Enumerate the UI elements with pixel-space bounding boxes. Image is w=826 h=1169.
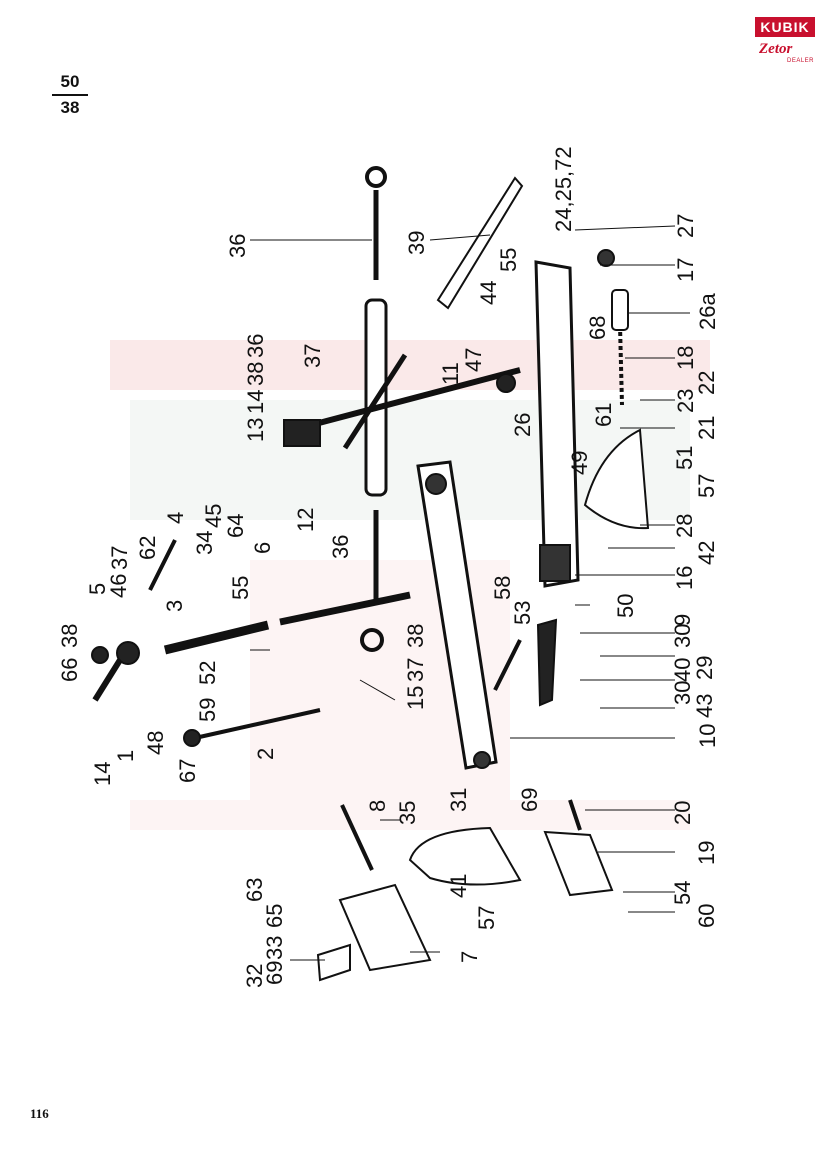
callout-1: 39 bbox=[404, 231, 429, 255]
callout-53: 30 bbox=[670, 681, 695, 705]
callout-68: 19 bbox=[694, 841, 719, 865]
callout-9: 36 bbox=[243, 334, 268, 358]
callout-48: 37 bbox=[403, 658, 428, 682]
callout-57: 15 bbox=[403, 686, 428, 710]
callout-13: 13 bbox=[243, 418, 268, 442]
callout-14: 47 bbox=[461, 348, 486, 372]
callout-55: 59 bbox=[195, 698, 220, 722]
callout-56: 48 bbox=[143, 731, 168, 755]
callout-71: 41 bbox=[446, 874, 471, 898]
callout-4: 55 bbox=[496, 248, 521, 272]
callout-0: 36 bbox=[225, 234, 250, 258]
logo-brand: KUBIK bbox=[755, 17, 815, 37]
callout-12: 14 bbox=[243, 390, 268, 414]
callout-23: 51 bbox=[672, 446, 697, 470]
callout-64: 35 bbox=[395, 801, 420, 825]
page-number: 116 bbox=[30, 1106, 49, 1121]
callout-19: 23 bbox=[673, 389, 698, 413]
callout-26: 42 bbox=[694, 541, 719, 565]
logo-dealer: DEALER bbox=[787, 58, 815, 64]
callout-27: 16 bbox=[672, 566, 697, 590]
callout-24: 57 bbox=[694, 474, 719, 498]
callout-74: 60 bbox=[694, 904, 719, 928]
callout-8: 26a bbox=[695, 293, 720, 330]
callout-60: 1 bbox=[113, 750, 138, 762]
fraction-bottom: 38 bbox=[60, 98, 80, 117]
fraction-bar bbox=[52, 94, 88, 96]
callout-11: 38 bbox=[243, 362, 268, 386]
callout-16: 26 bbox=[510, 413, 535, 437]
callout-72: 57 bbox=[474, 906, 499, 930]
callout-39: 55 bbox=[228, 576, 253, 600]
callout-51: 29 bbox=[692, 656, 717, 680]
callout-28: 4 bbox=[163, 512, 188, 524]
leader-lines bbox=[250, 225, 690, 961]
callout-35: 6 bbox=[250, 542, 275, 554]
callouts: 36 39 24,25,72 27 55 44 17 68 26a 36 37 … bbox=[57, 146, 720, 988]
callout-41: 58 bbox=[490, 576, 515, 600]
callout-73: 54 bbox=[670, 881, 695, 905]
callout-37: 46 bbox=[106, 574, 131, 598]
callout-50: 30 bbox=[670, 624, 695, 648]
callout-62: 2 bbox=[253, 748, 278, 760]
callout-49: 38 bbox=[403, 624, 428, 648]
callout-70: 65 bbox=[262, 904, 287, 928]
callout-61: 67 bbox=[175, 759, 200, 783]
callout-20: 61 bbox=[591, 403, 616, 427]
callout-21: 21 bbox=[694, 416, 719, 440]
callout-30: 37 bbox=[107, 546, 132, 570]
callout-25: 28 bbox=[672, 514, 697, 538]
callout-10: 37 bbox=[300, 344, 325, 368]
callout-63: 8 bbox=[365, 800, 390, 812]
callout-18: 22 bbox=[694, 371, 719, 395]
callout-58: 10 bbox=[695, 724, 720, 748]
callout-36: 5 bbox=[85, 583, 110, 595]
logo-sub: Zetor bbox=[759, 41, 793, 57]
callout-67: 20 bbox=[670, 801, 695, 825]
callout-46: 66 bbox=[57, 658, 82, 682]
callout-22: 49 bbox=[567, 451, 592, 475]
callout-31: 34 bbox=[192, 531, 217, 555]
callout-17: 18 bbox=[673, 346, 698, 370]
callout-75: 33 bbox=[262, 936, 287, 960]
callout-69: 63 bbox=[242, 878, 267, 902]
callout-6: 17 bbox=[673, 258, 698, 282]
callout-65: 31 bbox=[446, 788, 471, 812]
callout-15: 11 bbox=[438, 362, 463, 385]
callout-59: 14 bbox=[90, 762, 115, 786]
callout-66: 69 bbox=[517, 788, 542, 812]
callout-76: 69 bbox=[262, 961, 287, 985]
callout-52: 40 bbox=[670, 658, 695, 682]
callout-2: 24,25,72 bbox=[551, 146, 576, 232]
callout-47: 52 bbox=[195, 661, 220, 685]
callout-34: 12 bbox=[293, 508, 318, 532]
callout-77: 32 bbox=[242, 964, 267, 988]
callout-7: 68 bbox=[585, 316, 610, 340]
callout-43: 50 bbox=[613, 594, 638, 618]
dealer-logo: KUBIK Zetor DEALER bbox=[755, 17, 815, 69]
fraction-top: 50 bbox=[60, 72, 80, 91]
callout-54: 43 bbox=[692, 694, 717, 718]
callout-42: 53 bbox=[510, 601, 535, 625]
parts-drawing bbox=[91, 166, 650, 982]
callout-3: 27 bbox=[673, 214, 698, 238]
callout-5: 44 bbox=[476, 281, 501, 305]
page-section-fraction: 50 38 bbox=[52, 72, 88, 118]
callout-40: 36 bbox=[328, 535, 353, 559]
callout-29: 62 bbox=[135, 536, 160, 560]
callout-44: 9 bbox=[670, 614, 695, 626]
callout-78: 7 bbox=[457, 951, 482, 963]
callout-45: 38 bbox=[57, 624, 82, 648]
callout-38: 3 bbox=[162, 600, 187, 612]
callout-32: 45 bbox=[201, 504, 226, 528]
callout-33: 64 bbox=[223, 514, 248, 538]
